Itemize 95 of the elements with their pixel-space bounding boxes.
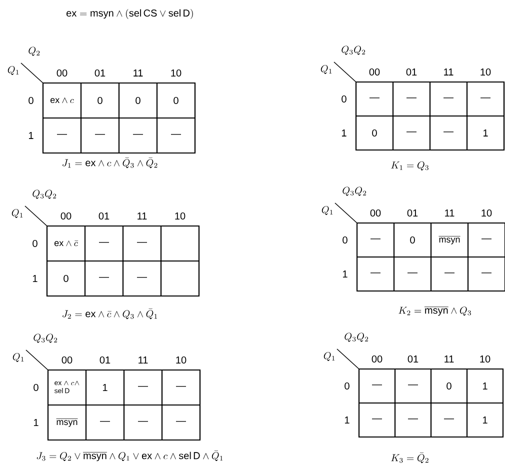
column-header: 10 (175, 212, 186, 220)
cell-value: — (176, 421, 186, 422)
cell-value: — (138, 386, 148, 387)
row-header: 0 (34, 384, 38, 392)
row-header: 1 (342, 130, 346, 136)
column-header: 00 (56, 69, 68, 77)
column-header: 10 (480, 68, 491, 76)
column-header: 10 (482, 209, 492, 217)
column-header: 00 (60, 212, 72, 220)
variable-label: $Q_3Q_2$ (342, 186, 366, 196)
variable-label: $Q_3Q_2$ (32, 190, 56, 199)
equation: $J_1=\mathrm{ex}\wedge c\wedge\bar{Q}_3\wedge\bar{Q}_2$ (62, 158, 158, 168)
cell-value: 1 (103, 384, 108, 391)
cell-value: — (99, 277, 109, 278)
column-header: 01 (100, 356, 110, 364)
equation: $K_3=\bar{Q}_2$ (391, 452, 428, 464)
cell-value: $\begin{array}{@{}l@{}}\mathrm{ex}\wedge c\wedge\\\mathrm{sel\,D}\end{array}$ (54, 380, 80, 394)
variable-label: $Q_1$ (12, 208, 23, 218)
column-header: 11 (445, 210, 454, 216)
cell-value: — (482, 272, 492, 274)
cell-value: — (370, 272, 381, 274)
variable-label: $Q_2$ (28, 46, 40, 56)
cell-value: 0 (64, 274, 68, 282)
cell-value: — (171, 134, 181, 135)
equation: $J_2=\mathrm{ex}\wedge\bar{c}\wedge Q_3\wedge\bar{Q}_1$ (62, 308, 157, 320)
row-header: 1 (33, 275, 38, 282)
variable-label: $Q_1$ (320, 64, 332, 74)
cell-value: — (95, 134, 105, 135)
column-header: 01 (98, 212, 110, 220)
cell-value: — (99, 242, 109, 243)
variable-label: $Q_1$ (322, 206, 333, 215)
cell-value: — (444, 272, 455, 274)
column-header: 11 (138, 356, 148, 364)
cell-value: — (370, 238, 381, 240)
cell-value: — (482, 238, 492, 240)
cell-value: — (372, 384, 382, 386)
cell-value: — (57, 134, 67, 135)
cell-value: 0 (136, 96, 140, 104)
equation: $J_3=Q_2\vee\overline{\mathrm{msyn}}\wedge Q_1\vee\mathrm{ex}\wedge c\wedge\mathrm{sel\,D}\wedge\bar{Q}_1$ (36, 450, 223, 462)
row-header: 1 (34, 419, 38, 426)
cell-value: $\mathrm{ex}\wedge\bar{c}$ (54, 240, 78, 246)
column-header: 01 (408, 355, 418, 363)
cell-value: 1 (484, 130, 488, 136)
cell-value: 0 (98, 96, 102, 104)
equation: $K_2=\overline{\mathrm{msyn}}\wedge Q_3$ (398, 306, 471, 316)
cell-value: 0 (410, 236, 415, 244)
cell-value: — (176, 386, 186, 387)
cell-value: 0 (174, 96, 178, 104)
row-header: 0 (342, 95, 346, 103)
variable-label: $Q_3Q_2$ (342, 46, 366, 55)
cell-value: — (372, 418, 382, 420)
row-header: 0 (342, 236, 348, 244)
row-header: 1 (343, 270, 348, 278)
cell-value: $\overline{\mathrm{msyn}}$ (56, 418, 78, 427)
cell-value: — (100, 421, 110, 422)
row-header: 1 (29, 132, 34, 139)
column-header: 11 (134, 70, 143, 76)
column-header: 11 (444, 68, 454, 76)
variable-label: $Q_1$ (324, 352, 335, 361)
column-header: 00 (370, 209, 381, 217)
column-header: 00 (369, 68, 380, 76)
column-header: 01 (407, 209, 418, 217)
cell-value: — (133, 134, 143, 135)
row-header: 1 (345, 416, 350, 424)
row-header: 0 (344, 382, 350, 390)
cell-value: 1 (483, 416, 488, 424)
cell-value: — (408, 384, 418, 386)
column-header: 01 (94, 69, 106, 77)
column-header: 10 (171, 69, 182, 77)
variable-label: $Q_3Q_2$ (344, 332, 368, 342)
cell-value: $\mathrm{ex}\wedge c$ (50, 98, 74, 104)
cell-value: — (137, 242, 147, 243)
row-header: 0 (32, 240, 38, 248)
row-header: 0 (28, 96, 34, 104)
cell-value: 0 (372, 129, 377, 137)
variable-label: $Q_1$ (12, 352, 24, 362)
column-header: 01 (406, 68, 417, 76)
cell-value: 1 (483, 382, 488, 390)
equation: $K_1=Q_3$ (391, 161, 428, 170)
column-header: 11 (444, 356, 454, 362)
cell-value: — (408, 272, 418, 274)
cell-value: — (137, 277, 147, 278)
column-header: 11 (138, 212, 147, 220)
cell-value: — (408, 418, 418, 420)
variable-label: $Q_1$ (8, 66, 19, 75)
cell-value: — (444, 418, 454, 420)
column-header: 10 (176, 356, 186, 364)
column-header: 10 (480, 355, 490, 363)
column-header: 00 (372, 355, 382, 363)
variable-label: $Q_3Q_2$ (34, 334, 58, 343)
cell-value: $\overline{\mathrm{msyn}}$ (438, 236, 460, 244)
equation: $\mathrm{ex}=\mathrm{msyn}\wedge(\mathrm{sel\,CS}\vee\mathrm{sel\,D})$ (66, 8, 193, 19)
column-header: 00 (62, 356, 72, 364)
cell-value: 0 (446, 382, 452, 390)
cell-value: — (138, 421, 148, 422)
